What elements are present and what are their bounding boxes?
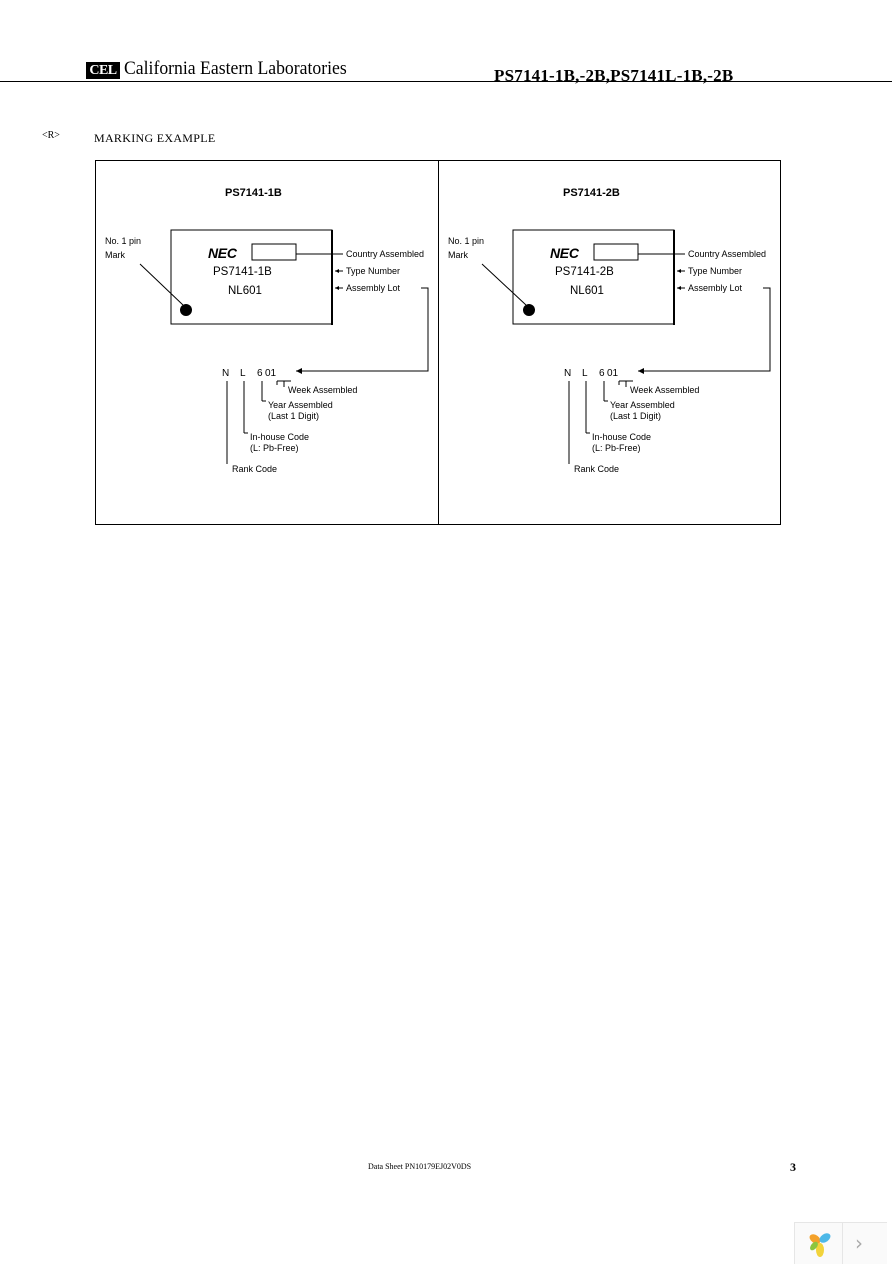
marking-panel-1-lines xyxy=(139,229,429,464)
legend-inhouse-note: (L: Pb-Free) xyxy=(592,443,641,453)
legend-inhouse-note: (L: Pb-Free) xyxy=(250,443,299,453)
legend-week-assembled: Week Assembled xyxy=(630,385,700,395)
marking-diagram-frame: PS7141-1B No. 1 pin Mark NEC PS7141-1B N… xyxy=(95,160,781,525)
chip-type-number: PS7141-2B xyxy=(555,266,614,278)
code-char-year: 6 xyxy=(599,368,605,379)
footer-doc-id: Data Sheet PN10179EJ02V0DS xyxy=(368,1162,472,1171)
marking-panel-2: PS7141-2B No. 1 pin Mark NEC PS7141-2B N… xyxy=(439,161,781,524)
header-rule xyxy=(0,81,892,82)
callout-assembly-lot: Assembly Lot xyxy=(346,283,401,293)
legend-inhouse-code: In-house Code xyxy=(592,432,652,442)
pin-mark-label: No. 1 pin xyxy=(105,236,142,246)
code-char-rank: N xyxy=(564,368,572,379)
nec-logo: NEC xyxy=(208,245,237,261)
panel-title: PS7141-1B xyxy=(225,187,282,199)
pin-mark-label: No. 1 pin xyxy=(448,236,485,246)
callout-country-assembled: Country Assembled xyxy=(346,249,425,259)
page-number: 3 xyxy=(790,1160,796,1174)
legend-year-assembled: Year Assembled xyxy=(610,400,675,410)
legend-inhouse-code: In-house Code xyxy=(250,432,310,442)
code-char-week: 01 xyxy=(265,368,277,379)
section-title: MARKING EXAMPLE xyxy=(94,131,216,145)
code-char-week: 01 xyxy=(607,368,619,379)
viewer-widget: › xyxy=(794,1222,887,1264)
pinwheel-logo-icon[interactable] xyxy=(805,1229,835,1264)
code-char-inhouse: L xyxy=(240,368,246,379)
marking-panel-2-lines xyxy=(481,229,771,464)
panel-title: PS7141-2B xyxy=(563,187,620,199)
pin-mark-label: Mark xyxy=(448,250,468,260)
marking-panel-1: PS7141-1B No. 1 pin Mark NEC PS7141-1B N… xyxy=(96,161,438,524)
cel-logo: CEL xyxy=(86,62,120,79)
legend-year-assembled: Year Assembled xyxy=(268,400,333,410)
nec-logo: NEC xyxy=(550,245,579,261)
legend-week-assembled: Week Assembled xyxy=(288,385,358,395)
code-char-year: 6 xyxy=(257,368,263,379)
company-name: California Eastern Laboratories xyxy=(124,58,347,79)
chip-lot-code: NL601 xyxy=(570,285,604,297)
panel-divider xyxy=(438,161,439,524)
viewer-separator xyxy=(842,1223,843,1264)
chip-lot-code: NL601 xyxy=(228,285,262,297)
code-char-rank: N xyxy=(222,368,230,379)
callout-type-number: Type Number xyxy=(688,266,743,276)
chevron-right-icon[interactable]: › xyxy=(855,1231,863,1255)
header-part-number: PS7141-1B,-2B,PS7141L-1B,-2B xyxy=(494,66,734,85)
legend-year-note: (Last 1 Digit) xyxy=(268,411,320,421)
legend-year-note: (Last 1 Digit) xyxy=(610,411,662,421)
callout-type-number: Type Number xyxy=(346,266,401,276)
pin-mark-label: Mark xyxy=(105,250,125,260)
legend-rank-code: Rank Code xyxy=(574,464,620,474)
chip-type-number: PS7141-1B xyxy=(213,266,272,278)
callout-country-assembled: Country Assembled xyxy=(688,249,767,259)
legend-rank-code: Rank Code xyxy=(232,464,278,474)
callout-assembly-lot: Assembly Lot xyxy=(688,283,743,293)
code-char-inhouse: L xyxy=(582,368,588,379)
revision-mark: <R> xyxy=(42,130,60,141)
